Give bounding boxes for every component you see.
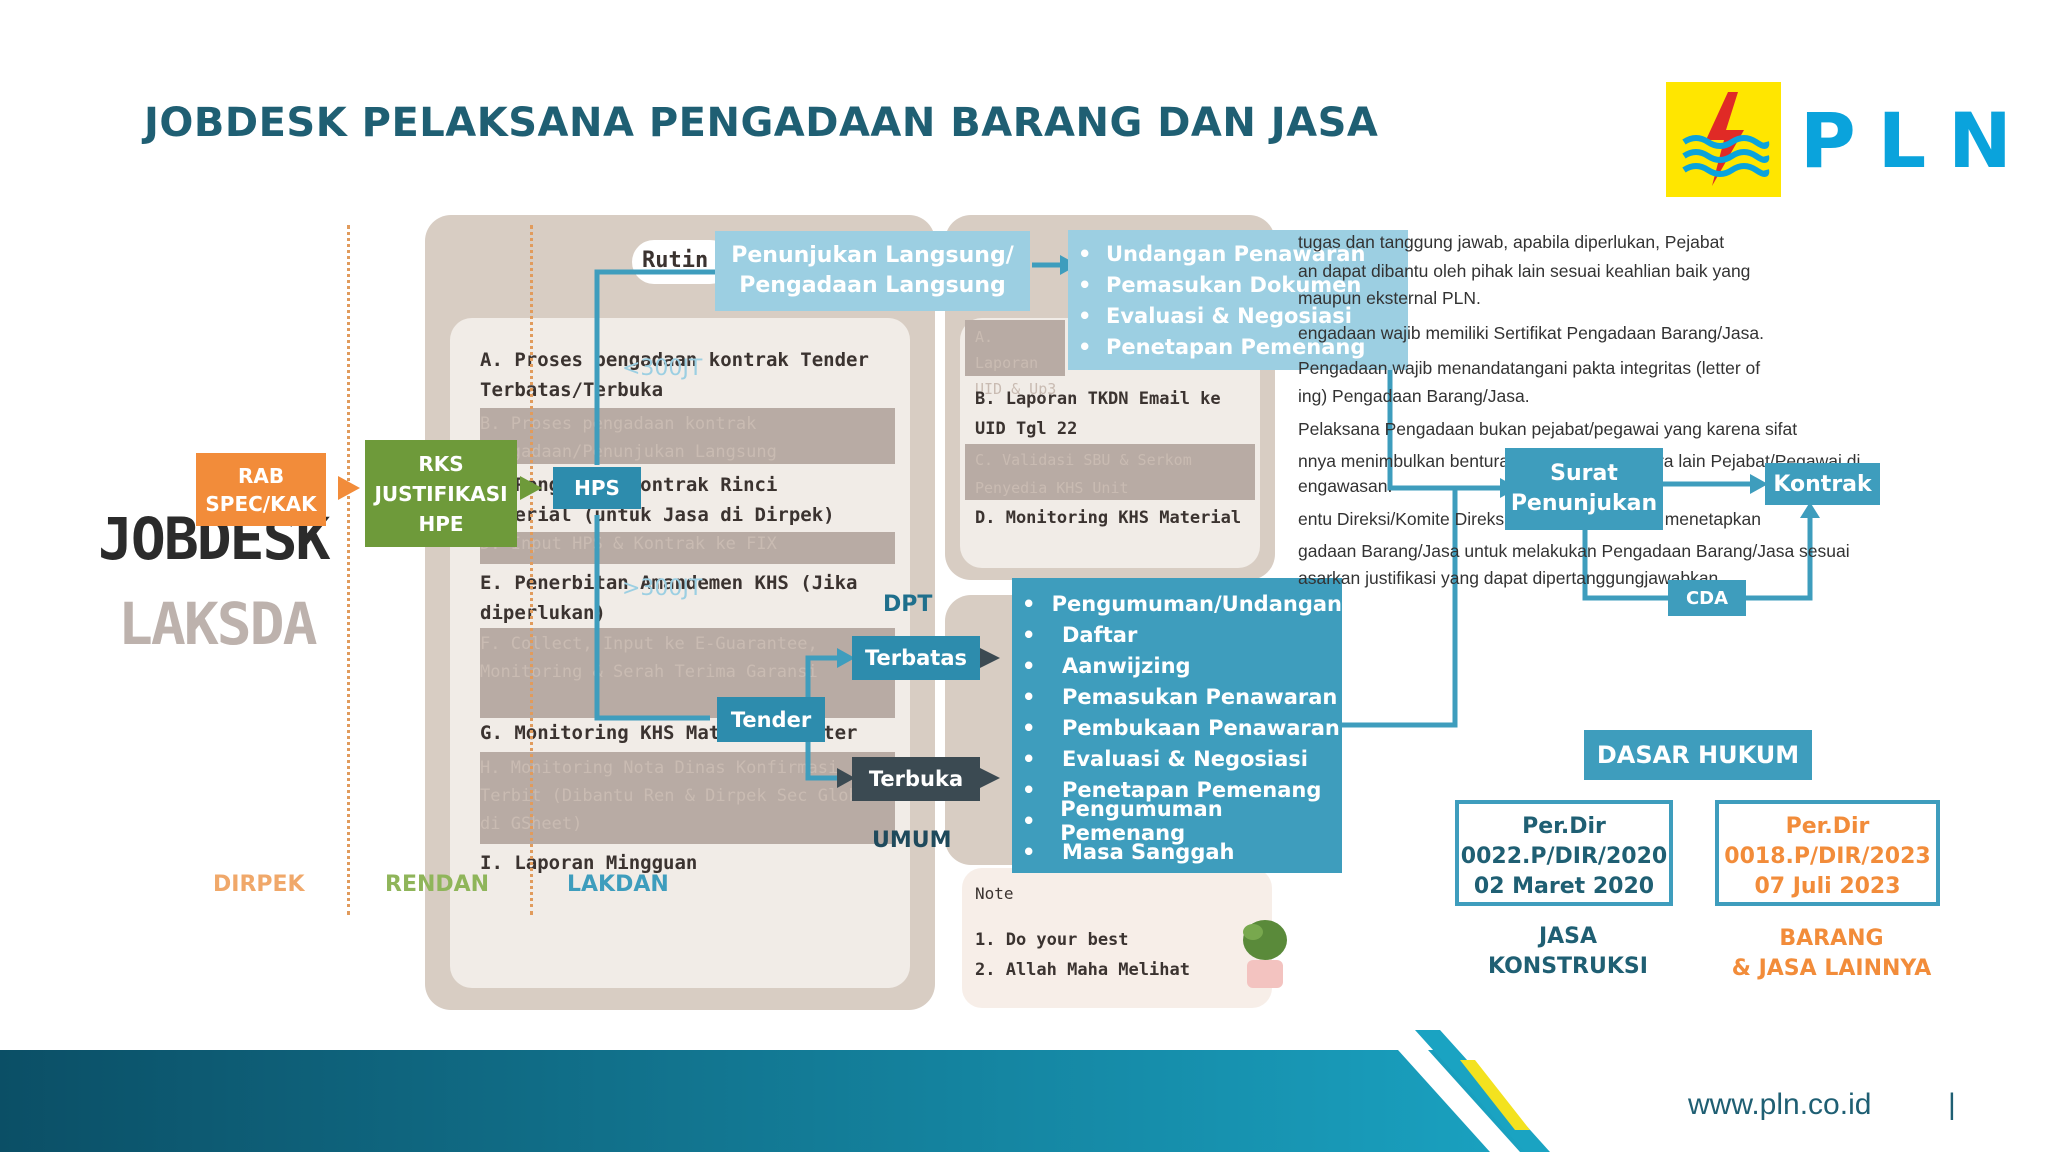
lt300-label: <300JT <box>622 356 702 381</box>
hukum-line: 0022.P/DIR/2020 <box>1459 842 1669 872</box>
terbatas-box: Terbatas <box>852 636 980 680</box>
caption-line: JASA <box>1455 922 1681 952</box>
tender-step: •Pembukaan Penawaran <box>1022 712 1342 743</box>
penunjukan-langsung-box: Penunjukan Langsung/ Pengadaan Langsung <box>715 231 1030 311</box>
regulation-line: gadaan Barang/Jasa untuk melakukan Penga… <box>1298 539 1938 563</box>
hukum-line: 02 Maret 2020 <box>1459 872 1669 902</box>
regulation-line: maupun eksternal PLN. <box>1298 283 1938 313</box>
caption-line: & JASA LAINNYA <box>1715 954 1948 984</box>
regulation-line: ing) Pengadaan Barang/Jasa. <box>1298 383 1938 409</box>
kontrak-box: Kontrak <box>1765 463 1880 505</box>
tender-step: •Pengumuman Pemenang <box>1022 805 1342 836</box>
tender-step: •Pengumuman/Undangan <box>1022 588 1342 619</box>
hukum-caption-jasa: JASA KONSTRUKSI <box>1455 922 1681 982</box>
rab-box: RAB SPEC/KAK <box>196 453 326 526</box>
rks-box: RKS JUSTIFIKASI HPE <box>365 440 517 547</box>
regulation-line: Pengadaan wajib menandatangani pakta int… <box>1298 353 1938 383</box>
regulation-line: Pelaksana Pengadaan bukan pejabat/pegawa… <box>1298 409 1938 449</box>
regulation-line: an dapat dibantu oleh pihak lain sesuai … <box>1298 259 1938 283</box>
hukum-card-jasa: Per.Dir 0022.P/DIR/2020 02 Maret 2020 <box>1455 800 1673 906</box>
hps-box: HPS <box>553 467 641 509</box>
regulation-text: tugas dan tanggung jawab, apabila diperl… <box>1298 225 1938 593</box>
hukum-line: Per.Dir <box>1719 812 1936 842</box>
footer-separator: | <box>1948 1088 1956 1122</box>
regulation-line: engadaan wajib memiliki Sertifikat Penga… <box>1298 313 1938 353</box>
tender-step: •Daftar <box>1022 619 1342 650</box>
hukum-line: 07 Juli 2023 <box>1719 872 1936 902</box>
hukum-line: 0018.P/DIR/2023 <box>1719 842 1936 872</box>
tender-step: •Pemasukan Penawaran <box>1022 681 1342 712</box>
umum-label: UMUM <box>872 828 952 853</box>
dpt-label: DPT <box>883 592 932 617</box>
dasar-hukum-title: DASAR HUKUM <box>1584 730 1812 780</box>
tender-box: Tender <box>717 697 825 742</box>
terbuka-box: Terbuka <box>852 757 980 801</box>
hukum-caption-barang: BARANG & JASA LAINNYA <box>1715 924 1948 984</box>
regulation-line: tugas dan tanggung jawab, apabila diperl… <box>1298 225 1938 259</box>
footer-stripes <box>1370 1020 1570 1152</box>
regulation-line: asarkan justifikasi yang dapat dipertang… <box>1298 563 1938 593</box>
caption-line: BARANG <box>1715 924 1948 954</box>
hukum-card-barang: Per.Dir 0018.P/DIR/2023 07 Juli 2023 <box>1715 800 1940 906</box>
tender-steps-box: •Pengumuman/Undangan •Daftar •Aanwijzing… <box>1012 578 1342 873</box>
footer-url[interactable]: www.pln.co.id <box>1688 1088 1871 1122</box>
tender-step: •Evaluasi & Negosiasi <box>1022 743 1342 774</box>
surat-penunjukan-box: Surat Penunjukan <box>1505 448 1663 530</box>
hukum-line: Per.Dir <box>1459 812 1669 842</box>
caption-line: KONSTRUKSI <box>1455 952 1681 982</box>
tender-step: •Aanwijzing <box>1022 650 1342 681</box>
gt300-label: >300JT <box>622 576 702 601</box>
cda-box: CDA <box>1668 580 1746 616</box>
